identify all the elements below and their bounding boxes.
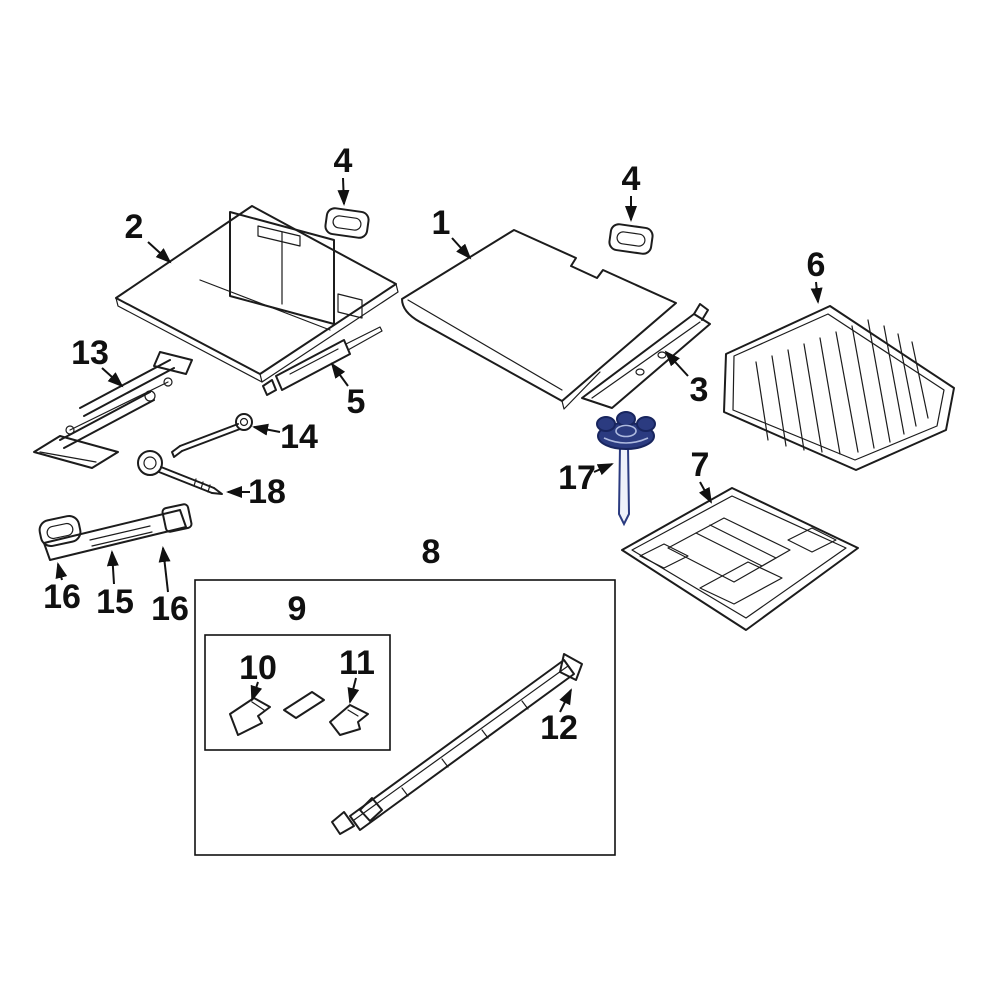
part-4-handle-pad-right bbox=[608, 223, 654, 255]
part-12-cargo-rail bbox=[331, 653, 583, 835]
part-4-handle-pad-left bbox=[324, 207, 370, 239]
callout-6: 6 bbox=[807, 246, 826, 284]
callout-8: 8 bbox=[422, 533, 441, 571]
arrow-15 bbox=[106, 550, 119, 585]
part-5-gas-strut bbox=[262, 326, 383, 396]
part-6-cargo-tray-ribbed bbox=[723, 305, 955, 471]
part-7-storage-tray bbox=[621, 487, 859, 631]
part-9-small-parts-box bbox=[204, 634, 391, 751]
arrow-1 bbox=[451, 237, 472, 260]
callout-10: 10 bbox=[239, 649, 277, 687]
callout-labels: 2 4 1 4 6 13 5 3 14 18 17 7 16 15 16 8 9… bbox=[43, 142, 825, 747]
callout-12: 12 bbox=[540, 709, 578, 747]
arrow-3 bbox=[664, 350, 689, 377]
arrow-7 bbox=[698, 481, 712, 504]
callout-18: 18 bbox=[248, 473, 286, 511]
arrow-6 bbox=[810, 281, 823, 304]
part-8-kit-box bbox=[194, 579, 616, 856]
part-3-sill-trim bbox=[581, 303, 711, 409]
part-14-lug-wrench bbox=[171, 413, 253, 458]
wing-bolt-stem bbox=[617, 445, 631, 527]
part-13-jack bbox=[33, 351, 193, 469]
arrow-16a bbox=[55, 562, 68, 581]
callout-13: 13 bbox=[71, 334, 109, 372]
arrow-12 bbox=[559, 688, 572, 713]
arrow-10 bbox=[250, 681, 263, 702]
part-17-wing-bolt-highlighted bbox=[596, 411, 656, 527]
arrow-5 bbox=[330, 362, 349, 387]
callout-4b: 4 bbox=[622, 160, 641, 198]
callout-17: 17 bbox=[558, 459, 596, 497]
callout-15: 15 bbox=[96, 583, 134, 621]
callout-5: 5 bbox=[347, 383, 366, 421]
part-10-clip bbox=[229, 697, 271, 736]
arrow-11 bbox=[347, 677, 360, 704]
callout-14: 14 bbox=[280, 418, 318, 456]
arrow-14 bbox=[252, 423, 281, 436]
callout-2: 2 bbox=[125, 208, 144, 246]
part-18-tow-hook bbox=[137, 450, 223, 495]
callout-1: 1 bbox=[432, 204, 451, 242]
arrow-17 bbox=[593, 463, 614, 476]
part-2-floor-cover-panel bbox=[115, 205, 399, 383]
arrow-4a bbox=[337, 177, 350, 206]
arrow-16b bbox=[158, 546, 171, 593]
arrow-13 bbox=[101, 367, 124, 388]
callout-3: 3 bbox=[690, 371, 709, 409]
callout-7: 7 bbox=[691, 446, 710, 484]
arrow-2 bbox=[147, 241, 172, 264]
part-1-cargo-floor-panel bbox=[401, 229, 677, 410]
part-11-clip bbox=[329, 704, 369, 736]
callout-16a: 16 bbox=[43, 578, 81, 616]
part-15-16-strap-assembly bbox=[38, 503, 193, 561]
callout-16b: 16 bbox=[151, 590, 189, 628]
callout-4a: 4 bbox=[334, 142, 353, 180]
callout-arrows bbox=[55, 177, 823, 713]
callout-9: 9 bbox=[288, 590, 307, 628]
kit-middle-piece bbox=[283, 691, 325, 719]
callout-11: 11 bbox=[339, 644, 375, 682]
